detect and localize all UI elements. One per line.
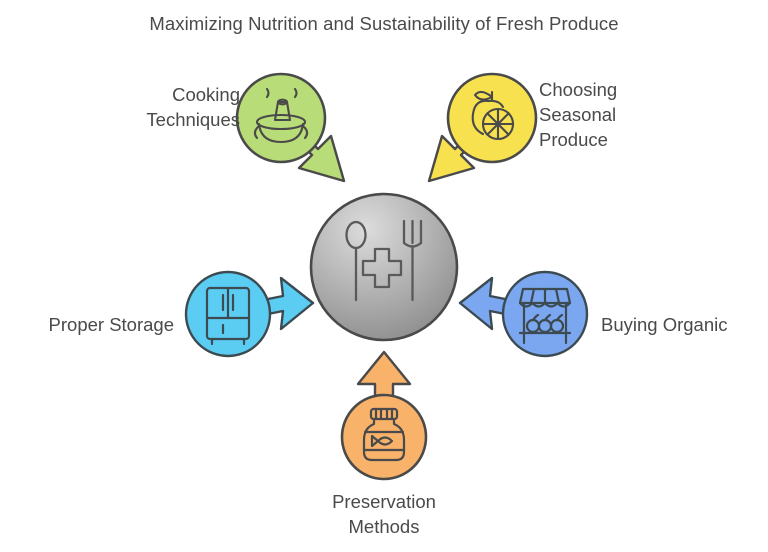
node-preservation-methods[interactable] [340, 393, 428, 481]
label-cooking-techniques: Cooking Techniques [146, 84, 240, 131]
refrigerator-icon [205, 286, 251, 346]
center-circle [309, 192, 459, 342]
node-buying-organic[interactable] [501, 270, 589, 358]
node-cooking-techniques[interactable] [235, 72, 327, 164]
center-node-nutrition[interactable] [309, 192, 459, 342]
page-title: Maximizing Nutrition and Sustainability … [149, 13, 619, 34]
spoon-fork-cross-icon [345, 219, 423, 302]
market-stall-icon [518, 287, 572, 345]
label-buying-organic: Buying Organic [601, 314, 728, 335]
label-preservation-methods: Preservation Methods [332, 491, 436, 538]
label-proper-storage: Proper Storage [48, 314, 174, 335]
node-proper-storage[interactable] [184, 270, 272, 358]
seasonal-fruit-icon [471, 90, 515, 141]
organic-circle [501, 270, 589, 358]
node-choosing-seasonal-produce[interactable] [446, 72, 538, 164]
cooking-pot-steam-icon [253, 87, 309, 144]
cooking-circle [235, 72, 327, 164]
preserve-jar-icon [362, 407, 406, 462]
label-choosing-seasonal-produce: Choosing Seasonal Produce [539, 79, 618, 151]
